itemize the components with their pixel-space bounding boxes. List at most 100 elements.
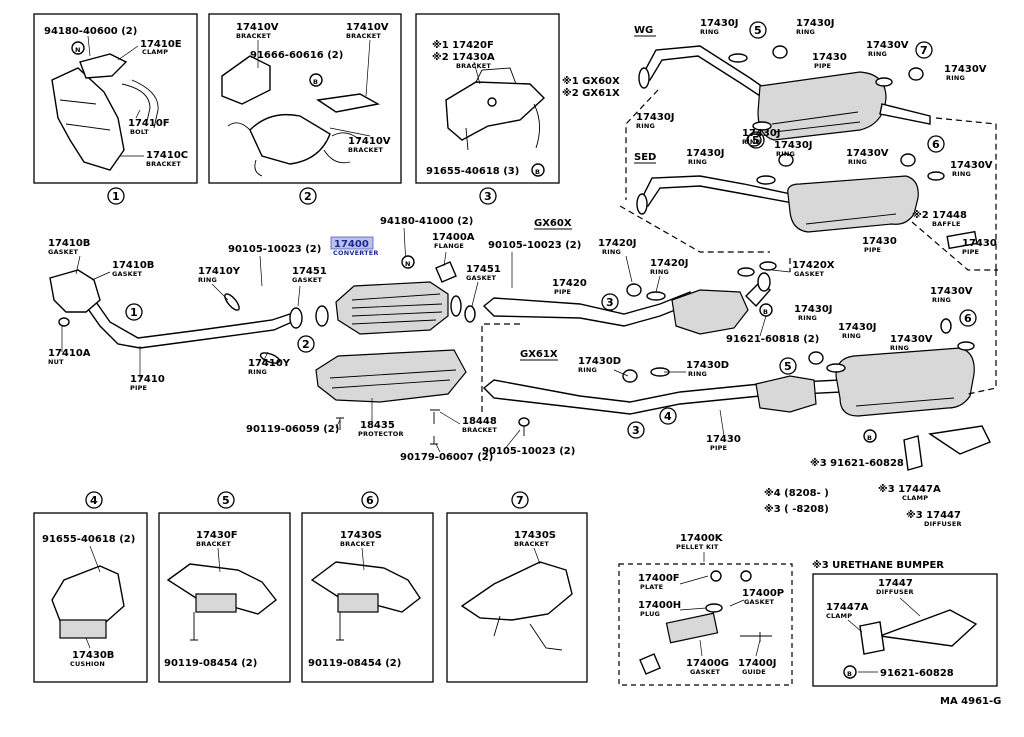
svg-text:RING: RING	[636, 122, 655, 130]
svg-text:DIFFUSER: DIFFUSER	[924, 520, 962, 528]
svg-text:CLAMP: CLAMP	[826, 612, 852, 620]
svg-text:GASKET: GASKET	[794, 270, 825, 278]
main-callouts: 1 2 3 3 4 5 5 7 5 6 6	[125, 21, 977, 439]
cushion-17430b-shape	[51, 565, 125, 627]
label-94180-41000: 94180-41000 (2)	[380, 216, 473, 227]
svg-text:N: N	[405, 260, 411, 268]
front-pipe-flange	[49, 269, 101, 313]
label-17420f: ※1 17420F	[432, 39, 494, 51]
svg-text:NUT: NUT	[48, 358, 64, 366]
label-17430a: ※2 17430A	[432, 51, 495, 63]
svg-text:BRACKET: BRACKET	[456, 62, 491, 70]
section-gx60x: GX60X	[534, 218, 572, 229]
svg-text:7: 7	[920, 44, 928, 57]
callout-2	[299, 187, 317, 205]
note-4: ※4 (8208- )	[764, 487, 829, 499]
label-18448: 18448	[462, 416, 497, 427]
label-17430f: 17430F	[196, 530, 238, 541]
svg-text:PLATE: PLATE	[640, 583, 663, 591]
label-17410v-3: 17410V	[348, 136, 391, 147]
label-90119-08454-b: 90119-08454 (2)	[308, 658, 401, 669]
svg-text:BRACKET: BRACKET	[348, 146, 383, 154]
svg-text:RING: RING	[578, 366, 597, 374]
ring-17420j-a	[626, 283, 642, 297]
n-marker	[71, 41, 85, 55]
label-90105-10023-a: 90105-10023 (2)	[228, 244, 321, 255]
svg-text:CLAMP: CLAMP	[142, 48, 168, 56]
label-17420x: 17420X	[792, 260, 835, 271]
label-17410b-a: 17410B	[48, 238, 90, 249]
svg-text:RING: RING	[848, 158, 867, 166]
panel-2: B 17410V BRACKET 17410V BRACKET 91666-60…	[208, 13, 402, 205]
pellet-kit-name: PELLET KIT	[676, 543, 719, 551]
svg-text:3: 3	[632, 424, 640, 437]
svg-text:RING: RING	[776, 150, 795, 158]
callout-6	[361, 491, 379, 509]
label-17430j-gx-b: 17430J	[838, 322, 877, 333]
sub-muffler-gx61x	[755, 375, 817, 413]
svg-text:GASKET: GASKET	[292, 276, 323, 284]
label-91621-60828: ※3 91621-60828	[810, 457, 904, 469]
svg-text:1: 1	[130, 306, 138, 319]
main-labels: 17410B GASKET 17410B GASKET 17410A NUT 1…	[48, 18, 997, 528]
label-17430j-wg-b: 17430J	[796, 18, 835, 29]
bracket-17430s-b-shape	[460, 561, 573, 621]
panel-7-frame	[446, 512, 588, 683]
svg-text:PIPE: PIPE	[130, 384, 147, 392]
urethane-diffuser-shape	[879, 609, 978, 647]
section-sed: SED	[634, 152, 656, 163]
panel-6-frame	[301, 512, 434, 683]
svg-text:6: 6	[964, 312, 972, 325]
svg-text:BOLT: BOLT	[130, 128, 149, 136]
svg-text:GASKET: GASKET	[112, 270, 143, 278]
diffuser-17447	[928, 425, 991, 455]
label-94180-40600: 94180-40600 (2)	[44, 26, 137, 37]
svg-text:4: 4	[664, 410, 672, 423]
label-17430v-gx-a: 17430V	[930, 286, 973, 297]
label-17410: 17410	[130, 374, 165, 385]
label-17410v-2: 17410V	[346, 22, 389, 33]
label-17447: ※3 17447	[906, 509, 961, 521]
svg-text:RING: RING	[842, 332, 861, 340]
label-17430j-sed-b: 17430J	[774, 140, 813, 151]
svg-text:5: 5	[784, 360, 792, 373]
sub-muffler-gx60x	[671, 289, 749, 335]
label-converter-num: 17400	[334, 239, 369, 250]
svg-text:5: 5	[754, 24, 762, 37]
svg-text:1: 1	[112, 190, 120, 203]
label-91655-40618-2: 91655-40618 (2)	[42, 534, 135, 545]
note-gx61x: ※2 GX61X	[562, 87, 620, 99]
label-17410b-b: 17410B	[112, 260, 154, 271]
svg-text:RING: RING	[932, 296, 951, 304]
label-17430v-wg-a: 17430V	[866, 40, 909, 51]
bracket-17410v-b	[316, 93, 381, 113]
svg-text:CLAMP: CLAMP	[902, 494, 928, 502]
label-17430j-wg-a: 17430J	[700, 18, 739, 29]
label-17430-wg: 17430	[812, 52, 847, 63]
main-exhaust: WG SED GX60X GX61X	[48, 18, 998, 528]
svg-text:BRACKET: BRACKET	[236, 32, 271, 40]
label-91655-40618-3: 91655-40618 (3)	[426, 166, 519, 177]
sed-pipe	[639, 175, 801, 207]
label-17430-gx61x: 17430	[706, 434, 741, 445]
svg-text:RING: RING	[798, 314, 817, 322]
panel-5: 5 17430F BRACKET 90119-08454 (2)	[158, 491, 291, 683]
label-17430s-a: 17430S	[340, 530, 382, 541]
panel-5-frame	[158, 512, 291, 683]
label-urethane-91621-60828: 91621-60828	[880, 668, 954, 679]
svg-text:PROTECTOR: PROTECTOR	[358, 430, 404, 438]
label-17430v-sed-b: 17430V	[950, 160, 993, 171]
label-90179-06007: 90179-06007 (2)	[400, 452, 493, 463]
label-17430-right: 17430	[962, 238, 997, 249]
label-90105-10023-c: 90105-10023 (2)	[482, 446, 575, 457]
panel-3-frame	[415, 13, 560, 184]
label-17400g: 17400G	[686, 658, 729, 669]
svg-text:BAFFLE: BAFFLE	[932, 220, 961, 228]
svg-text:B: B	[313, 78, 318, 86]
section-gx61x: GX61X	[520, 349, 558, 360]
note-gx60x: ※1 GX60X	[562, 75, 620, 87]
label-17410e: 17410E	[140, 39, 182, 50]
label-17400j: 17400J	[738, 658, 777, 669]
bracket-17410c-shape	[51, 67, 125, 171]
